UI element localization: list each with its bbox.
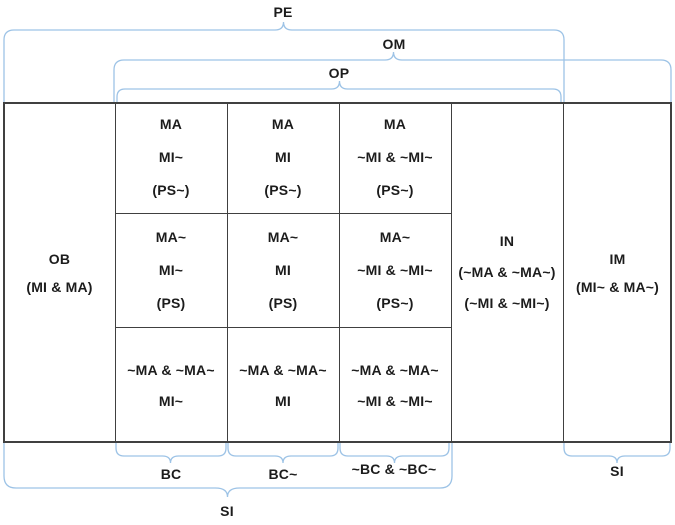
cell-im-line: (MI~ & MA~) <box>575 278 660 295</box>
not-bc-brace-label: ~BC & ~BC~ <box>351 461 437 477</box>
table-frame <box>3 102 672 443</box>
cell-r1c3: MA ~MI & ~MI~ (PS~) <box>340 103 450 212</box>
cell-line: MA <box>383 116 407 132</box>
cell-r1c1: MA MI~ (PS~) <box>116 103 226 212</box>
cell-line: MA~ <box>155 229 187 245</box>
cell-r3c1: ~MA & ~MA~ MI~ <box>116 329 226 442</box>
not-bc-brace-curve <box>339 442 450 464</box>
cell-line: MI <box>275 262 291 278</box>
cell-line: ~MA & ~MA~ <box>239 361 327 378</box>
cell-in-line: (~MI & ~MI~) <box>464 295 550 311</box>
cell-in: IN (~MA & ~MA~) (~MI & ~MI~) <box>452 102 562 443</box>
grid-hline-1 <box>115 213 452 215</box>
cell-r1c2: MA MI (PS~) <box>228 103 338 212</box>
grid-vline-3 <box>339 102 341 443</box>
cell-line: MA~ <box>267 229 299 245</box>
om-brace-curve <box>113 51 672 103</box>
cell-in-line: (~MA & ~MA~) <box>458 264 556 280</box>
cell-line: MI <box>275 392 291 409</box>
cell-line: (PS~) <box>376 295 414 311</box>
cell-line: (PS~) <box>264 182 302 198</box>
cell-r2c2: MA~ MI (PS) <box>228 215 338 326</box>
om-brace-label: OM <box>382 36 406 52</box>
bc-brace-curve <box>115 442 227 464</box>
cell-r2c1: MA~ MI~ (PS) <box>116 215 226 326</box>
op-brace-label: OP <box>328 65 350 81</box>
bc-tilde-brace-curve <box>227 442 339 464</box>
si-bottom-brace-curve <box>3 442 453 498</box>
bc-brace-label: BC <box>160 466 182 482</box>
grid-vline-2 <box>227 102 229 443</box>
cell-r3c2: ~MA & ~MA~ MI <box>228 329 338 442</box>
cell-ob-line: OB <box>48 250 71 267</box>
cell-im: IM (MI~ & MA~) <box>564 102 671 443</box>
cell-r2c3: MA~ ~MI & ~MI~ (PS~) <box>340 215 450 326</box>
si-bottom-brace-label: SI <box>220 503 234 519</box>
cell-line: ~MI & ~MI~ <box>357 392 433 409</box>
cell-line: MA <box>159 116 183 132</box>
cell-line: ~MI & ~MI~ <box>357 149 433 165</box>
pe-brace-curve <box>3 21 565 103</box>
cell-line: ~MA & ~MA~ <box>351 361 439 378</box>
pe-brace-label: PE <box>273 4 293 20</box>
grid-vline-5 <box>563 102 565 443</box>
cell-line: (PS) <box>156 295 186 311</box>
cell-line: ~MA & ~MA~ <box>127 361 215 378</box>
grid-hline-2 <box>115 327 452 329</box>
cell-ob-line: (MI & MA) <box>26 278 93 295</box>
grid-vline-1 <box>115 102 117 443</box>
cell-ob: OB (MI & MA) <box>5 102 114 443</box>
cell-in-line: IN <box>499 233 515 249</box>
bc-tilde-brace-label: BC~ <box>268 466 298 482</box>
si-right-brace-label: SI <box>610 463 624 479</box>
op-brace-curve <box>116 80 562 103</box>
grid-vline-4 <box>451 102 453 443</box>
si-right-brace-curve <box>563 442 671 464</box>
cell-im-line: IM <box>609 250 626 267</box>
cell-line: (PS~) <box>376 182 414 198</box>
cell-line: MI~ <box>158 392 184 409</box>
cell-r3c3: ~MA & ~MA~ ~MI & ~MI~ <box>340 329 450 442</box>
cell-line: (PS~) <box>152 182 190 198</box>
cell-line: MA~ <box>379 229 411 245</box>
cell-line: ~MI & ~MI~ <box>357 262 433 278</box>
cell-line: MI~ <box>158 262 184 278</box>
cell-line: MI~ <box>158 149 184 165</box>
cell-line: MI <box>275 149 291 165</box>
cell-line: MA <box>271 116 295 132</box>
cell-line: (PS) <box>268 295 298 311</box>
